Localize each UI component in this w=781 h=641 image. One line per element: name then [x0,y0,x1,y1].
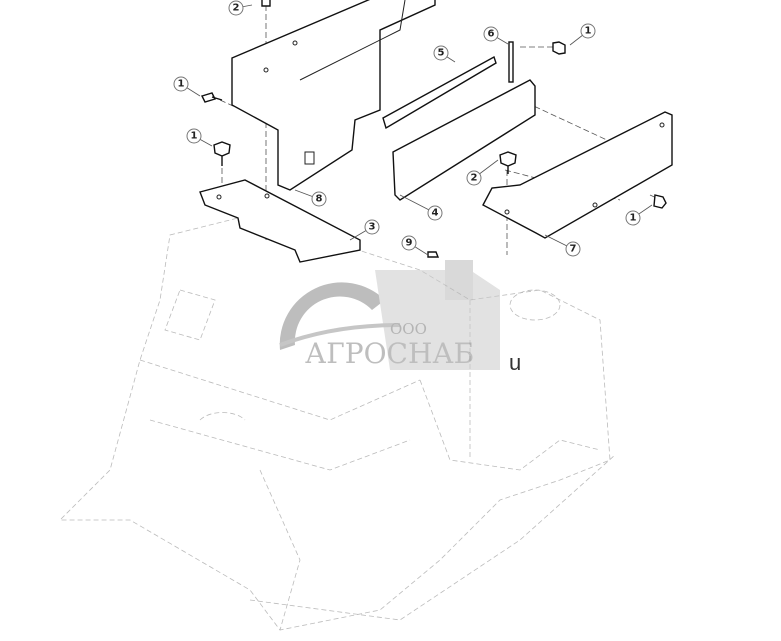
callout-5: 5 [433,45,456,63]
callout-label: 4 [432,208,439,219]
machine-frame [59,214,616,631]
bolts [201,0,667,258]
callout-circle [466,170,482,186]
callout-label: 5 [438,48,445,59]
callout-1: 1 [625,204,653,226]
callout-circle [625,210,641,226]
callout-4: 4 [399,194,443,221]
callout-circle [228,0,244,16]
callout-circle [186,128,202,144]
callout-label: 8 [316,194,323,205]
callout-6: 6 [483,26,509,45]
callout-circle [311,191,327,207]
part-5-strip [382,55,497,130]
callout-2: 2 [466,159,499,186]
callout-circle [427,205,443,221]
callout-1: 1 [173,76,201,97]
callout-8: 8 [294,189,327,207]
callout-circle [483,26,499,42]
agrosnab-watermark-logo: ООО АГРОСНАБ [279,260,500,370]
callout-3: 3 [349,219,380,241]
callout-label: 2 [233,3,240,14]
callout-label: 2 [471,173,478,184]
callout-1: 1 [186,128,213,147]
callout-circle [580,23,596,39]
callout-1: 1 [569,23,596,46]
callout-circle [401,235,417,251]
callout-circle [173,76,189,92]
callout-label: 1 [630,213,637,224]
part-7-plate [482,111,673,239]
callout-9: 9 [401,235,429,256]
callout-label: 6 [488,29,495,40]
callout-label: 9 [406,238,413,249]
callout-circle [364,219,380,235]
watermark-prefix: ООО [390,320,427,338]
callout-circle [565,241,581,257]
part-4-plate [392,79,536,201]
callout-2: 2 [228,0,253,16]
callout-7: 7 [544,234,581,257]
callout-label: 1 [178,79,185,90]
callout-label: 1 [585,26,592,37]
watermark-name: АГРОСНАБ [305,337,474,370]
callout-label: 1 [191,131,198,142]
part-3-bracket [199,179,361,263]
callout-circle [433,45,449,61]
part-8-panel [231,0,436,191]
part-6-pin [508,41,514,83]
callout-label: 7 [570,244,577,255]
callout-label: 3 [369,222,376,233]
gear-icon [279,282,385,350]
stray-text: u [509,350,522,375]
